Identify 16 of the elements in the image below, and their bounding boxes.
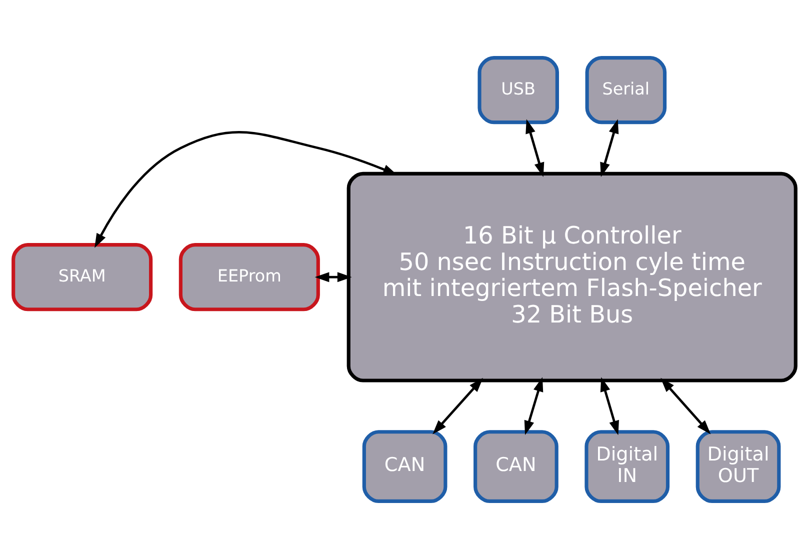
node-box: CAN <box>362 430 448 503</box>
node-box: SRAM <box>12 242 153 311</box>
node-box: Digital IN <box>584 430 670 503</box>
node-box: 16 Bit µ Controller 50 nsec Instruction cyle time mit integriertem Flash-Speicher 32 Bit Bus <box>346 171 798 382</box>
arrow <box>600 376 619 435</box>
node-box: Serial <box>585 55 667 124</box>
node-box: Digital OUT <box>696 430 781 503</box>
node-box: CAN <box>474 430 558 503</box>
arrow <box>524 376 544 435</box>
arrow <box>600 118 619 176</box>
arrow <box>314 272 352 282</box>
node-box: USB <box>478 55 559 124</box>
arrow <box>526 118 544 176</box>
arrow <box>660 377 711 434</box>
arrow <box>432 377 484 434</box>
node-box: EEProm <box>178 242 320 311</box>
